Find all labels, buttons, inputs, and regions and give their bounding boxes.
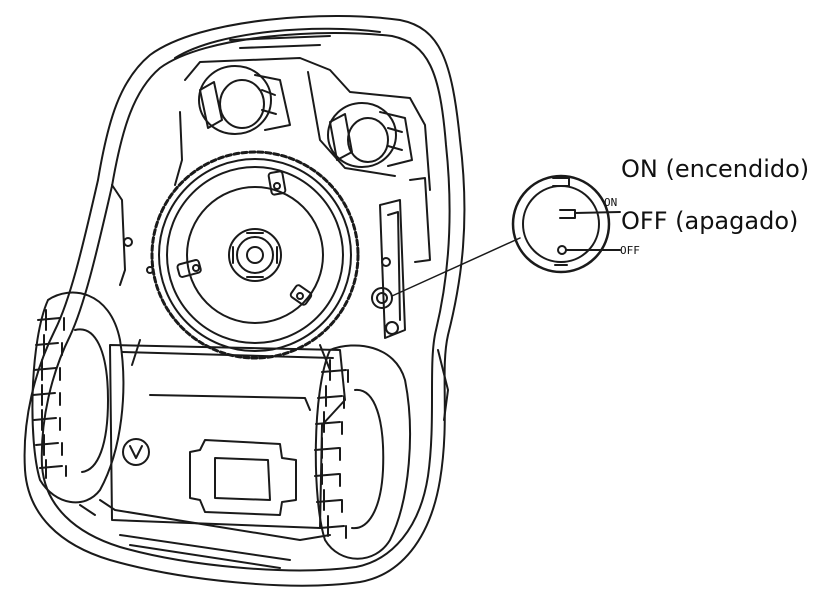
switch-zoom-callout bbox=[511, 174, 621, 274]
mower-top-edge bbox=[174, 27, 381, 59]
off-label: OFF (apagado) bbox=[621, 207, 799, 235]
switch-off-mark: OFF bbox=[620, 244, 640, 257]
battery-compartment bbox=[109, 339, 346, 529]
right-drive-wheel bbox=[314, 344, 411, 560]
on-label: ON (encendido) bbox=[621, 155, 810, 183]
mower-body-outline bbox=[23, 15, 466, 587]
cutting-disc bbox=[150, 150, 360, 360]
power-switch-on-body bbox=[371, 287, 393, 309]
leader-line bbox=[391, 237, 521, 297]
front-caster-left bbox=[198, 65, 291, 135]
switch-indicator bbox=[559, 209, 576, 219]
mower-body-inner-rim bbox=[40, 31, 451, 572]
cutting-blades bbox=[176, 170, 313, 306]
switch-on-mark: ON bbox=[604, 196, 617, 209]
front-caster-right bbox=[327, 102, 413, 168]
left-drive-wheel bbox=[31, 291, 125, 504]
